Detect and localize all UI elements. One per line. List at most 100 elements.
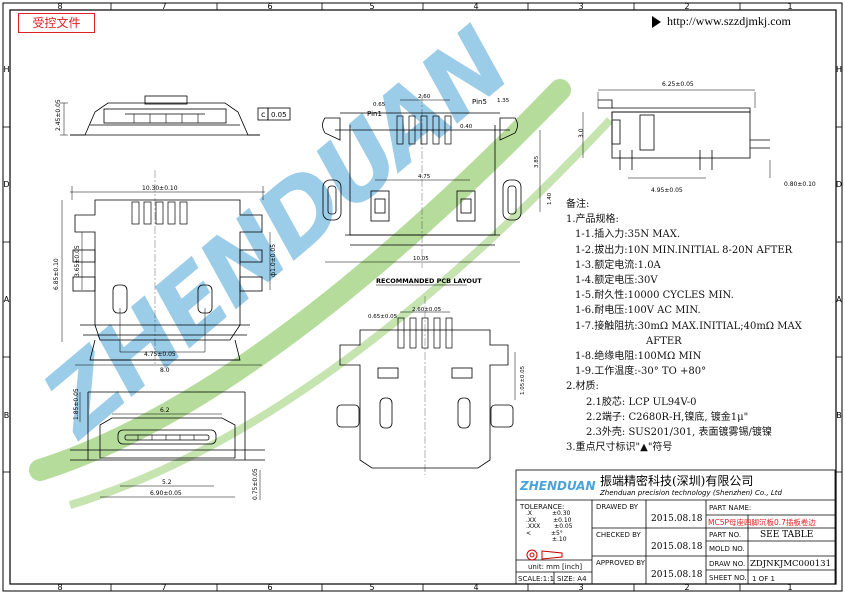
dim-end-w3: 6.90±0.05 xyxy=(150,490,182,497)
zone-label-top-5: 4 xyxy=(473,2,478,11)
size-label: SIZE: A4 xyxy=(557,575,587,583)
draw-no: ZDJNKJMC000131 xyxy=(750,559,831,569)
sheet-no-label: SHEET NO. xyxy=(709,574,747,582)
tolerance-row: < ±5° xyxy=(526,529,563,537)
draw-no-label: DRAW NO. xyxy=(709,560,746,568)
zone-label-top-8: 1 xyxy=(787,2,792,11)
spec-item: 1-5.耐久性:10000 CYCLES MIN. xyxy=(575,290,734,302)
zone-label-top-2: 7 xyxy=(161,2,166,11)
drawn-date: 2015.08.18 xyxy=(651,514,703,524)
arrow-right-icon xyxy=(652,16,661,29)
top-view xyxy=(61,170,271,366)
dim-top-height: 6.85±0.10 xyxy=(53,258,60,290)
spec-notes: 备注: 1.产品规格: 1-1.插入力:35N MAX. 1-2.拔出力:10N… xyxy=(566,197,836,455)
company-name-en: Zhenduan precision technology (Shenzhen)… xyxy=(600,489,782,497)
dim-center-p1: 0.65 xyxy=(373,102,386,108)
end-view xyxy=(70,391,265,500)
dim-pcb-p2: 2.60±0.05 xyxy=(412,307,442,313)
tolerance-row: ±.10 xyxy=(552,536,567,543)
dim-center-p2: 2.60 xyxy=(418,94,431,100)
spec-item: 1-4.额定电压:30V xyxy=(575,275,658,287)
notes-key-dim: 3.重点尺寸标识"▲"符号 xyxy=(566,442,673,454)
zone-label-left-1: H xyxy=(3,65,9,74)
material-item: 2.1胶芯: LCP UL94V-0 xyxy=(586,396,697,408)
dim-end-top-h: 1.85±0.05 xyxy=(73,388,80,420)
dim-center-p4: 0.40 xyxy=(460,124,473,130)
zone-label-top-3: 6 xyxy=(267,2,272,11)
notes-remark: 备注: xyxy=(566,199,590,210)
zone-label-left-2: D xyxy=(3,180,9,189)
company-logo: ZHENDUAN xyxy=(520,479,596,493)
zone-label-right-3: A xyxy=(836,295,842,304)
notes-spec-title: 1.产品规格: xyxy=(566,214,619,226)
zone-label-left-4: B xyxy=(4,411,10,420)
checked-date: 2015.08.18 xyxy=(651,542,703,552)
approved-by-label: APPROVED BY xyxy=(596,559,646,567)
spec-item: 1-2.拔出力:10N MIN.INITIAL 8-20N AFTER xyxy=(575,244,793,256)
part-no-label: PART NO. xyxy=(709,531,742,539)
zone-label-right-2: D xyxy=(836,180,842,189)
zone-label-left-3: A xyxy=(4,295,10,304)
spec-item: 1-3.额定电流:1.0A xyxy=(575,259,661,271)
dim-top-width: 10.30±0.10 xyxy=(142,185,178,192)
dim-side-right: 0.80±0.10 xyxy=(784,181,816,188)
zone-label-bottom-5: 4 xyxy=(473,583,478,592)
website-url[interactable]: http://www.szzdjmkj.com xyxy=(652,12,834,31)
zone-label-top-4: 5 xyxy=(369,2,374,11)
spec-item: 1-6.耐电压:100V AC MIN. xyxy=(575,305,701,317)
tolerance-label: TOLERANCE: xyxy=(520,503,565,511)
spec-item: 1-9.工作温度:-30° TO +80° xyxy=(575,366,707,378)
scale-label: SCALE:1:1 xyxy=(518,575,555,583)
dim-side-top: 6.25±0.05 xyxy=(662,81,694,88)
drawn-by-label: DRAWED BY xyxy=(596,503,639,511)
zone-label-top-6: 3 xyxy=(578,2,583,11)
dim-center-w2: 10.05 xyxy=(413,256,429,262)
pcb-title: RECOMMANDED PCB LAYOUT xyxy=(376,277,482,285)
spec-item: 1-1.插入力:35N MAX. xyxy=(575,229,681,241)
side-view xyxy=(582,89,771,179)
dim-center-h2: 1.40 xyxy=(547,192,553,205)
spec-item: 1-7.接触阻抗:30mΩ MAX.INITIAL;40mΩ MAX xyxy=(575,320,802,332)
part-no: SEE TABLE xyxy=(760,530,814,540)
label-pin1: Pin1 xyxy=(367,110,382,118)
center-top-view xyxy=(322,95,541,268)
dim-front-side: 2.45±0.05 xyxy=(55,99,62,131)
dim-top-inner-h: 3.65±0.05 xyxy=(74,245,81,277)
zone-label-bottom-7: 2 xyxy=(684,583,689,592)
tolerance-row: .X ±0.30 xyxy=(526,510,571,517)
tolerance-table: .X ±0.30 .XX ±0.10 .XXX ±0.05 < ±5° ±.10 xyxy=(526,510,573,544)
zone-label-bottom-3: 6 xyxy=(267,583,272,592)
unit-label: unit: mm [inch] xyxy=(528,563,583,571)
zone-label-bottom-1: 8 xyxy=(57,583,62,592)
zone-label-bottom-4: 5 xyxy=(369,583,374,592)
notes-material-title: 2.材质: xyxy=(566,381,599,393)
zone-label-top-1: 8 xyxy=(57,2,62,11)
zone-label-right-1: H xyxy=(836,65,842,74)
spec-item-cont: AFTER xyxy=(646,335,682,347)
dim-top-overall: 8.0 xyxy=(160,367,170,374)
mold-no-label: MOLD NO. xyxy=(709,545,745,553)
spec-item: 1-8.绝缘电阻:100MΩ MIN xyxy=(575,351,702,363)
part-name-label: PART NAME: xyxy=(709,504,752,512)
zone-label-top-7: 2 xyxy=(684,2,689,11)
tolerance-row: .XX ±0.10 xyxy=(526,516,572,524)
dim-flatness: 0.05 xyxy=(271,111,287,119)
flatness-symbol: c xyxy=(261,110,265,119)
checked-by-label: CHECKED BY xyxy=(596,531,641,539)
watermark: ZHENDUAN xyxy=(22,8,613,509)
dim-center-w1: 4.75 xyxy=(418,174,431,180)
dim-top-right-h: ф1.0±0.05 xyxy=(270,244,277,277)
label-pin5: Pin5 xyxy=(472,98,487,106)
dim-center-h1: 3.85 xyxy=(534,155,540,168)
dim-end-w2: 5.2 xyxy=(162,479,172,486)
url-text[interactable]: http://www.szzdjmkj.com xyxy=(667,14,791,28)
zone-label-bottom-6: 3 xyxy=(578,583,583,592)
zone-ticks xyxy=(3,3,842,591)
front-view-top xyxy=(60,95,291,136)
dim-top-pin-span: 4.75±0.05 xyxy=(144,351,176,358)
dim-side-left: 3.0 xyxy=(578,128,585,138)
dim-center-p3: 1.35 xyxy=(497,98,510,104)
material-item: 2.3外壳: SUS201/301, 表面镀雾锡/镀镍 xyxy=(586,427,772,439)
